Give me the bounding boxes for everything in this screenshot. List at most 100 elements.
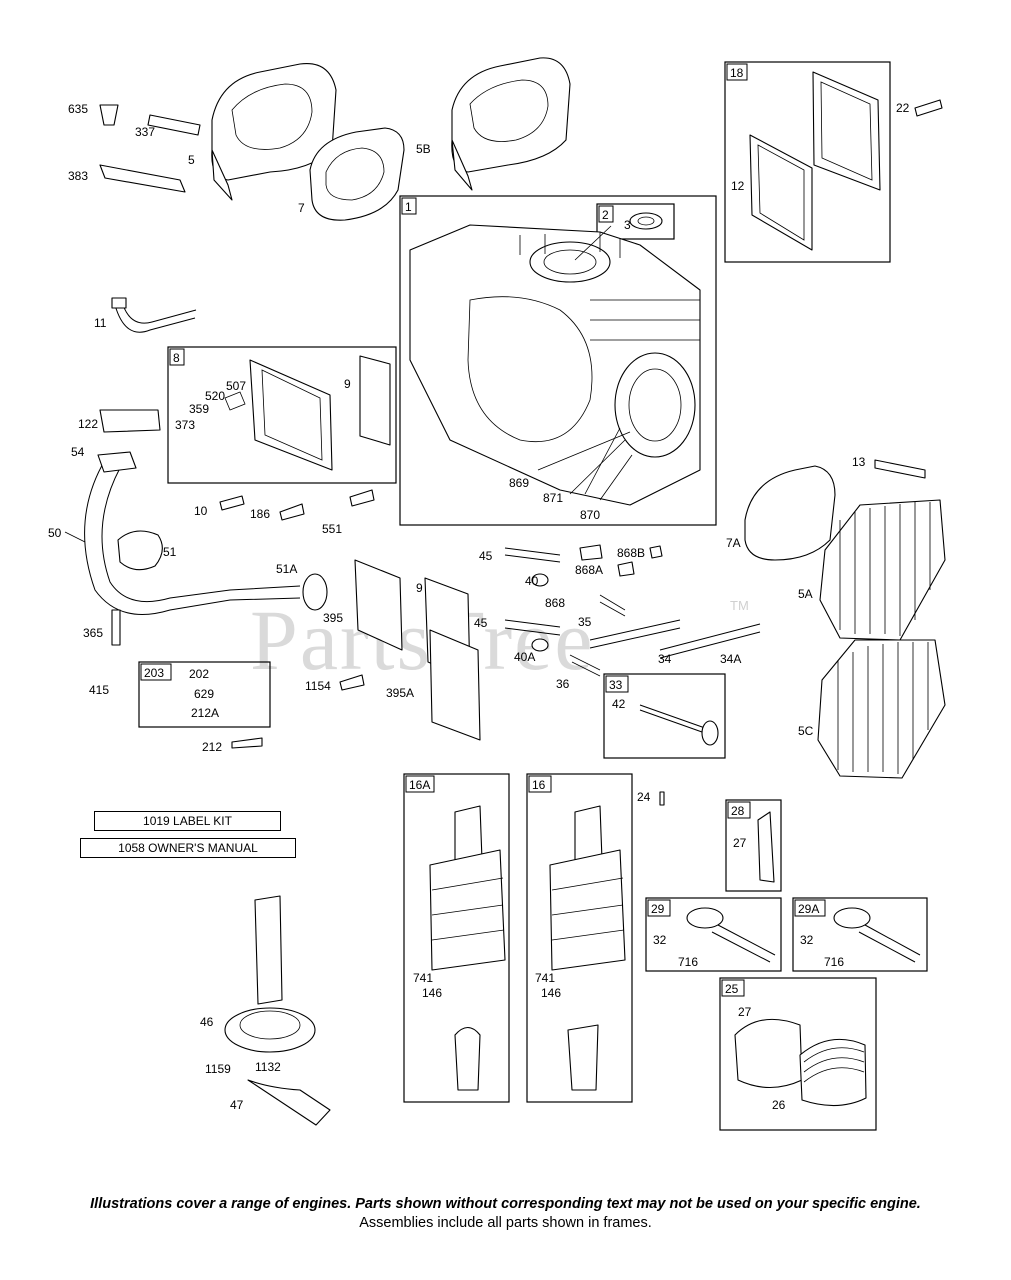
frame-203-tag: 203 [144, 666, 164, 680]
part-label: 395 [323, 611, 343, 625]
frame-16a: 16A [403, 773, 510, 1103]
part-label: 9 [344, 377, 351, 391]
part-label: 42 [612, 697, 626, 711]
part-label: 520 [205, 389, 225, 403]
watermark-trademark: TM [730, 598, 749, 613]
part-label: 871 [543, 491, 563, 505]
disclaimer-note: Illustrations cover a range of engines. … [90, 1196, 921, 1212]
part-label: 7 [298, 201, 305, 215]
part-label: 13 [852, 455, 866, 469]
frame-203: 203 [138, 661, 271, 728]
part-label: 212 [202, 740, 222, 754]
frame-29a-tag: 29A [798, 902, 819, 916]
part-labels: 635 337 5 383 5B 7 22 12 3 11 507 520 35… [48, 101, 910, 1112]
frame-25: 25 [719, 977, 877, 1131]
part-label: 50 [48, 526, 62, 540]
camshaft-46-illustration [224, 895, 331, 1126]
part-label: 415 [89, 683, 109, 697]
part-label: 202 [189, 667, 209, 681]
frame-33-tag: 33 [609, 678, 623, 692]
part-label: 337 [135, 125, 155, 139]
part-label: 45 [479, 549, 493, 563]
cylinder-block-illustration [409, 212, 701, 506]
part-label: 9 [416, 581, 423, 595]
crankshaft-16a-illustration [429, 805, 506, 1091]
part-label: 7A [726, 536, 741, 550]
small-parts-illustration [99, 99, 943, 883]
part-label: 741 [413, 971, 433, 985]
part-label: 373 [175, 418, 195, 432]
part-label: 868 [545, 596, 565, 610]
part-label: 716 [824, 955, 844, 969]
part-label: 1159 [205, 1062, 231, 1076]
part-label: 32 [653, 933, 667, 947]
part-label: 27 [733, 836, 747, 850]
part-label: 11 [94, 316, 107, 330]
frame-29: 29 [645, 897, 782, 972]
frame-28-tag: 28 [731, 804, 745, 818]
owners-manual-text: 1058 OWNER'S MANUAL [118, 841, 258, 855]
part-label: 1154 [305, 679, 331, 693]
cylinder-head-5c-illustration [817, 639, 946, 779]
part-label: 741 [535, 971, 555, 985]
part-label: 46 [200, 1015, 214, 1029]
breather-gaskets-18-illustration [749, 71, 881, 251]
part-label: 359 [189, 402, 209, 416]
part-label: 635 [68, 102, 88, 116]
part-label: 51 [163, 545, 177, 559]
exploded-parts-diagram: 18 1 2 8 203 33 16A 16 28 [48, 57, 946, 1131]
part-label: 51A [276, 562, 297, 576]
label-kit-box: 1019 LABEL KIT [94, 811, 281, 831]
owners-manual-box: 1058 OWNER'S MANUAL [80, 838, 296, 858]
part-label: 122 [78, 417, 98, 431]
part-label: 40A [514, 650, 535, 664]
part-label: 146 [541, 986, 561, 1000]
part-label: 146 [422, 986, 442, 1000]
frame-18-tag: 18 [730, 66, 744, 80]
frame-1: 1 [399, 195, 717, 526]
crankshaft-16-illustration [549, 805, 626, 1091]
valve-cover-8-illustration [224, 355, 391, 471]
frame-2-tag: 2 [602, 208, 609, 222]
cylinder-head-5b-illustration [451, 57, 571, 191]
part-label: 551 [322, 522, 342, 536]
gasket-plates-395-illustration [354, 559, 481, 741]
frame-18: 18 [724, 61, 891, 263]
part-label: 54 [71, 445, 85, 459]
part-label: 32 [800, 933, 814, 947]
frame-28: 28 [725, 799, 782, 892]
part-label: 383 [68, 169, 88, 183]
exhaust-manifold-50-illustration [84, 451, 328, 615]
frame-16: 16 [526, 773, 633, 1103]
part-label: 36 [556, 677, 570, 691]
assemblies-note: Assemblies include all parts shown in fr… [359, 1215, 652, 1231]
part-label: 5B [416, 142, 431, 156]
frame-29-tag: 29 [651, 902, 665, 916]
part-label: 870 [580, 508, 600, 522]
part-label: 26 [772, 1098, 786, 1112]
part-label: 5C [798, 724, 814, 738]
frame-1-tag: 1 [405, 200, 412, 214]
frame-33: 33 [603, 673, 726, 759]
part-label: 12 [731, 179, 745, 193]
part-label: 1132 [255, 1060, 281, 1074]
breather-tube-11-illustration [111, 297, 197, 333]
valve-train-illustration [504, 547, 761, 677]
head-gasket-7-illustration [309, 127, 405, 221]
part-label: 27 [738, 1005, 752, 1019]
connecting-rod-29-illustration [686, 907, 921, 963]
part-label: 507 [226, 379, 246, 393]
frame-16-tag: 16 [532, 778, 546, 792]
part-label: 47 [230, 1098, 244, 1112]
part-label: 868B [617, 546, 645, 560]
piston-25-illustration [734, 1018, 867, 1107]
part-label: 186 [250, 507, 270, 521]
part-label: 365 [83, 626, 103, 640]
part-label: 395A [386, 686, 414, 700]
cylinder-head-7a-5a-illustration [744, 465, 946, 641]
part-label: 34 [658, 652, 672, 666]
part-label: 5A [798, 587, 813, 601]
part-label: 868A [575, 563, 603, 577]
part-label: 35 [578, 615, 592, 629]
exhaust-valve-33-illustration [639, 704, 719, 746]
